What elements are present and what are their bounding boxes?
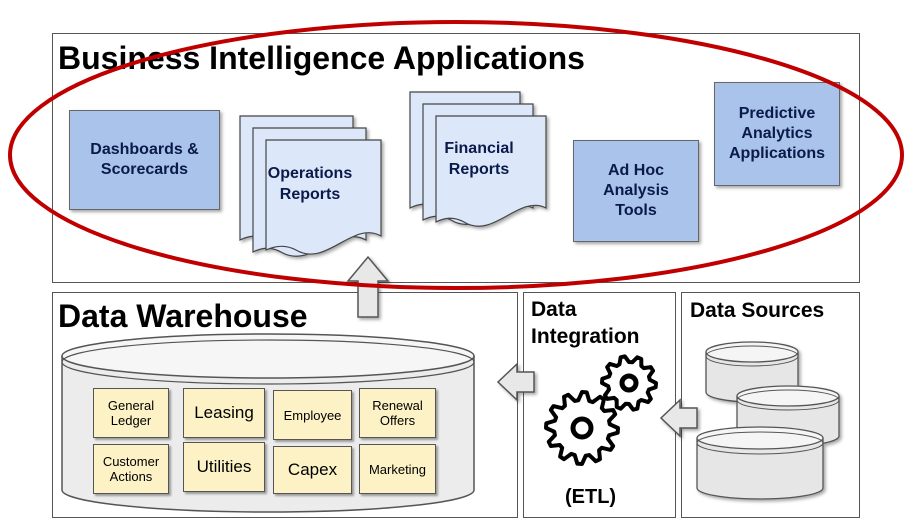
tile-label: Capex [287,460,338,479]
data-source-cylinders [696,341,840,500]
bi-panel-title: Business Intelligence Applications [58,40,585,76]
gear-hub [570,416,594,440]
dashboards-scorecards-box: Dashboards & Scorecards [69,110,220,210]
tile-label: Leasing [194,403,254,422]
arrow-left-icon [496,362,535,402]
tile-leasing: Leasing [183,388,265,438]
tile-employee: Employee [273,390,352,440]
tile-label: Customer Actions [102,454,160,484]
ad-hoc-label: Ad Hoc Analysis Tools [603,162,669,219]
dashboards-label: Dashboards & Scorecards [90,141,199,178]
ad-hoc-analysis-box: Ad Hoc Analysis Tools [573,140,699,242]
tile-label: Marketing [368,461,427,477]
tile-renewal-offers: Renewal Offers [359,388,436,438]
etl-label: (ETL) [565,486,617,508]
tile-label: Utilities [196,457,252,476]
tile-utilities: Utilities [183,442,265,492]
tile-label: Renewal Offers [372,398,423,428]
predictive-label: Predictive Analytics Applications [728,105,825,162]
data-warehouse-title: Data Warehouse [58,298,308,334]
tile-general-ledger: General Ledger [93,388,169,438]
gear-icon [544,390,620,466]
tile-customer-actions: Customer Actions [93,444,169,494]
gear-icon [600,354,658,412]
operations-reports-label: Operations Reports [267,165,353,203]
tile-label: Employee [283,407,342,423]
arrow-left-icon [659,398,698,438]
data-integration-title: Data Integration [531,298,640,348]
arrow-up-icon [346,255,390,318]
tile-capex: Capex [273,446,352,494]
tile-label: General Ledger [107,398,155,428]
gear-hub [619,373,639,393]
predictive-analytics-box: Predictive Analytics Applications [714,82,840,186]
data-sources-title: Data Sources [690,299,825,322]
tile-marketing: Marketing [359,444,436,494]
financial-reports-label: Financial Reports [444,140,514,178]
